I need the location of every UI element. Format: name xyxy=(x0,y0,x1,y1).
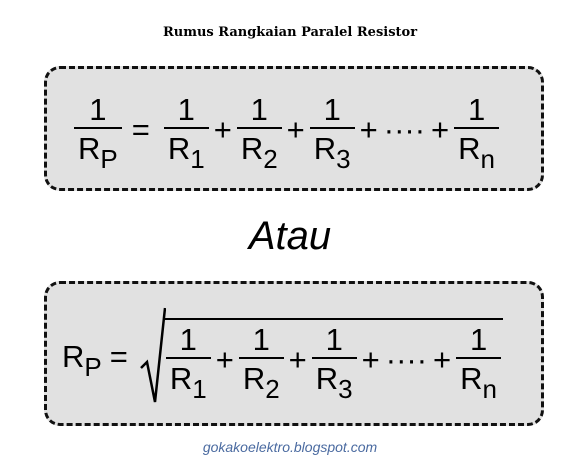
radicand: 1 R1 + 1 R2 + 1 R3 + ···· + 1 Rn xyxy=(163,318,504,402)
page-title: Rumus Rangkaian Paralel Resistor xyxy=(162,25,418,40)
lhs-numerator: 1 xyxy=(89,92,107,127)
equals-sign: = xyxy=(131,111,150,147)
plus-sign: + xyxy=(288,341,307,377)
radical-sign-icon xyxy=(139,307,166,403)
plus-sign: + xyxy=(361,341,380,377)
equals-sign: = xyxy=(109,338,128,374)
watermark-text: gokakoelektro.blogspot.com xyxy=(202,439,378,455)
lhs-fraction: 1 RP xyxy=(74,92,122,174)
plus-sign: + xyxy=(433,341,452,377)
formula-sqrt: RP = 1 R1 + 1 R2 + 1 R3 + ···· + 1 xyxy=(62,307,504,403)
separator-text: Atau xyxy=(248,214,332,258)
term-r2: 1 R2 xyxy=(236,94,282,172)
lhs-symbol: RP xyxy=(62,338,102,382)
term-r1: 1 R1 xyxy=(165,324,211,402)
square-root: 1 R1 + 1 R2 + 1 R3 + ···· + 1 Rn xyxy=(139,306,504,406)
ellipsis: ···· xyxy=(385,341,428,377)
formula-reciprocal: 1 RP = 1 R1 + 1 R2 + 1 R3 + ···· + 1 Rn xyxy=(72,83,501,175)
plus-sign: + xyxy=(431,111,450,147)
term-r3: 1 R3 xyxy=(311,324,357,402)
term-r3: 1 R3 xyxy=(309,94,355,172)
plus-sign: + xyxy=(359,111,378,147)
ellipsis: ···· xyxy=(383,111,426,147)
term-r1: 1 R1 xyxy=(163,94,209,172)
fraction-bar xyxy=(74,127,122,129)
term-r2: 1 R2 xyxy=(238,324,284,402)
plus-sign: + xyxy=(213,111,232,147)
formula-box-sqrt xyxy=(44,281,544,426)
plus-sign: + xyxy=(215,341,234,377)
plus-sign: + xyxy=(286,111,305,147)
term-rn: 1 Rn xyxy=(454,94,500,172)
term-rn: 1 Rn xyxy=(456,324,502,402)
lhs-denominator: RP xyxy=(78,131,118,174)
